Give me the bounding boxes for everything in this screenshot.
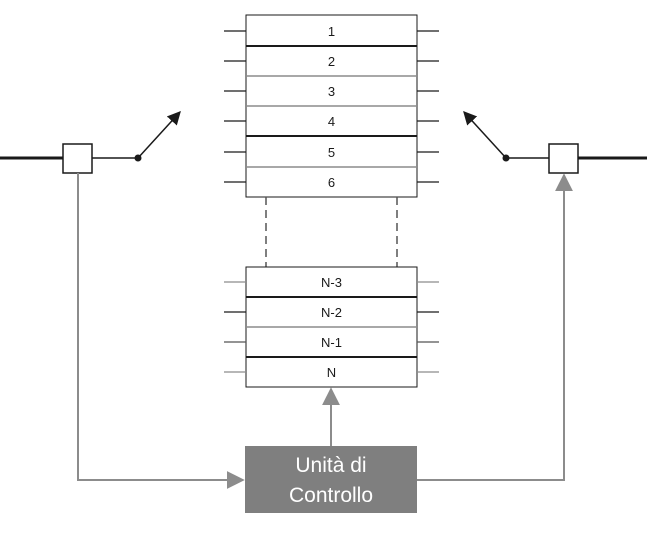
module-label-n-2: N-2 bbox=[321, 305, 342, 320]
left-sensor-to-control-arrow bbox=[77, 173, 245, 489]
module-label-1: 1 bbox=[328, 24, 335, 39]
top-module-stack: 1 2 3 4 5 6 bbox=[224, 14, 439, 198]
control-unit-label-line2: Controllo bbox=[289, 484, 373, 507]
left-switch-lever bbox=[137, 111, 181, 159]
control-unit: Unità di Controllo bbox=[245, 446, 417, 513]
bottom-module-stack: N-3 N-2 N-1 N bbox=[224, 266, 439, 388]
left-sensor-box bbox=[62, 143, 93, 174]
module-label-n-1: N-1 bbox=[321, 335, 342, 350]
module-label-5: 5 bbox=[328, 145, 335, 160]
control-unit-label-line1: Unità di bbox=[295, 454, 366, 477]
right-switch-lever bbox=[463, 111, 507, 159]
module-label-3: 3 bbox=[328, 84, 335, 99]
right-sensor-box bbox=[548, 143, 579, 174]
module-label-n: N bbox=[327, 365, 336, 380]
module-label-4: 4 bbox=[328, 114, 335, 129]
module-label-n-3: N-3 bbox=[321, 275, 342, 290]
module-label-6: 6 bbox=[328, 175, 335, 190]
module-label-2: 2 bbox=[328, 54, 335, 69]
control-to-right-sensor-arrow bbox=[417, 173, 573, 481]
